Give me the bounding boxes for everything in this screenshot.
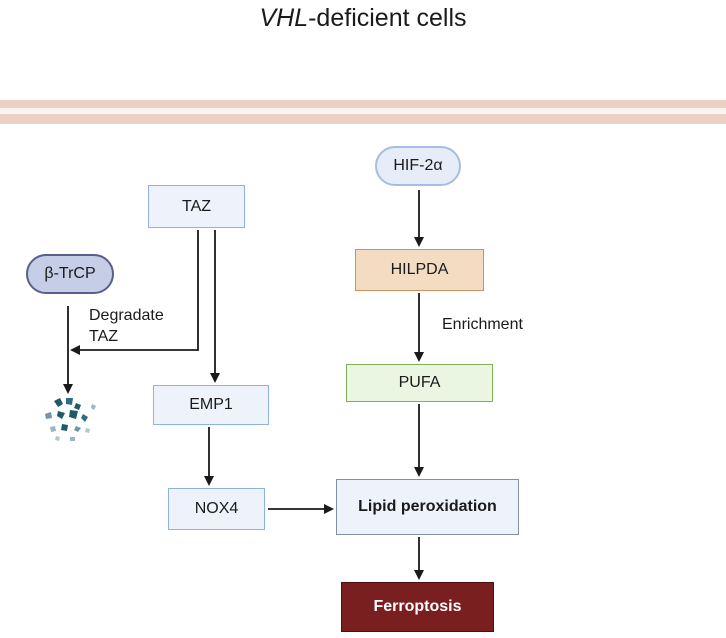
label-degradate-taz: TAZ xyxy=(89,328,119,345)
node-lipid-peroxidation: Lipid peroxidation xyxy=(336,479,519,535)
node-hif2a-label: HIF-2α xyxy=(393,157,443,174)
node-lipid-peroxidation-label: Lipid peroxidation xyxy=(358,498,497,515)
node-hilpda-label: HILPDA xyxy=(390,261,449,278)
node-emp1: EMP1 xyxy=(153,385,269,425)
cell-membrane-gap xyxy=(0,108,726,114)
node-ferroptosis-label: Ferroptosis xyxy=(373,598,462,615)
label-degradate: Degradate xyxy=(89,307,164,324)
arrow-taz-degradation xyxy=(70,230,199,355)
node-pufa: PUFA xyxy=(346,364,493,402)
node-emp1-label: EMP1 xyxy=(189,396,233,413)
degraded-taz-fragments xyxy=(45,398,96,441)
node-taz-label: TAZ xyxy=(181,197,212,215)
title-gene: VHL xyxy=(259,4,309,32)
label-enrichment: Enrichment xyxy=(442,316,523,333)
node-nox4: NOX4 xyxy=(168,488,265,530)
node-taz: TAZ xyxy=(148,185,245,228)
node-btrcp: β-TrCP xyxy=(26,254,114,294)
node-nox4-label: NOX4 xyxy=(194,500,239,517)
node-ferroptosis: Ferroptosis xyxy=(341,582,494,632)
node-hif2a: HIF-2α xyxy=(375,146,461,186)
diagram-title: VHL-deficient cells xyxy=(0,4,726,33)
node-pufa-label: PUFA xyxy=(398,374,441,391)
title-rest: -deficient cells xyxy=(308,4,467,32)
node-hilpda: HILPDA xyxy=(355,249,484,291)
cell-membrane-inner xyxy=(0,114,726,124)
node-btrcp-label: β-TrCP xyxy=(44,265,96,282)
cell-membrane-outer xyxy=(0,100,726,108)
